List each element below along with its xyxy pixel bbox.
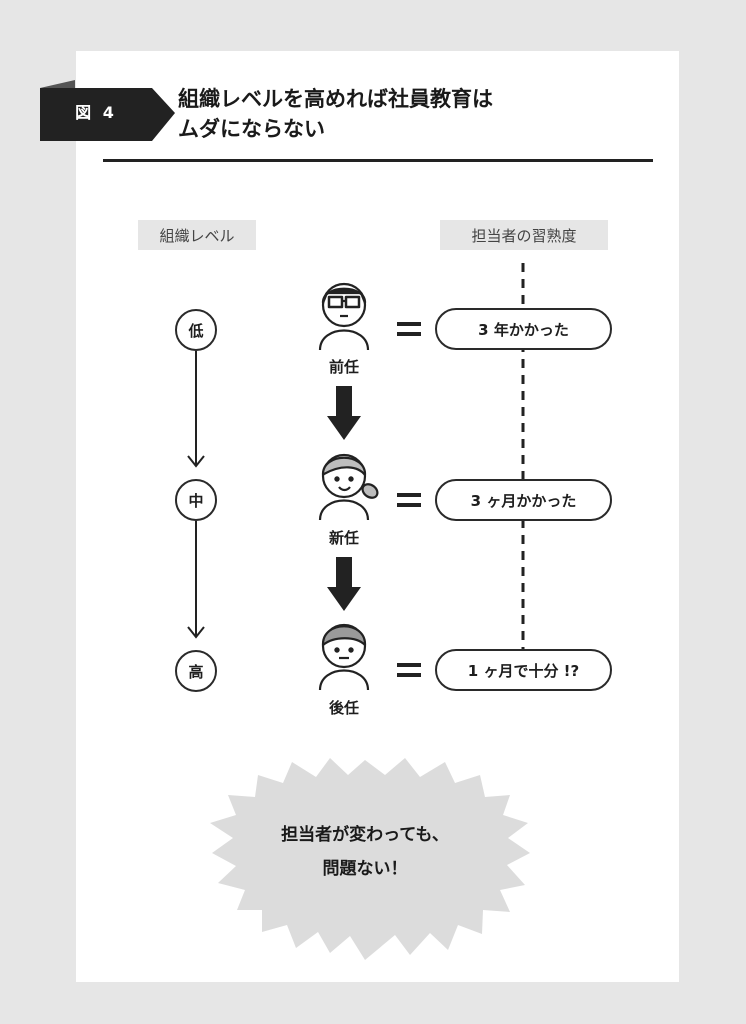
figure-tag-shape: [40, 80, 175, 141]
equals-sign-1: [397, 320, 421, 338]
header-proficiency: 担当者の習熟度: [440, 220, 608, 250]
person-successor-icon: [318, 623, 370, 691]
title-line-2: ムダにならない: [178, 117, 325, 141]
level-high-circle: 高: [175, 650, 217, 692]
callout-line-1: 担当者が変わっても、: [281, 825, 449, 845]
duration-pill-2: 3 ヶ月かかった: [435, 479, 612, 521]
person-new-icon: [318, 453, 379, 521]
role-previous-label: 前任: [328, 358, 359, 376]
equals-sign-3: [397, 661, 421, 679]
level-arrow-2: [187, 521, 205, 639]
callout-burst: [210, 758, 530, 960]
role-arrow-2: [327, 557, 361, 611]
title-divider: [103, 159, 653, 162]
header-org-level: 組織レベル: [138, 220, 256, 250]
figure-tag: 図 4: [75, 102, 117, 122]
level-low-circle: 低: [175, 309, 217, 351]
duration-pill-1: 3 年かかった: [435, 308, 612, 350]
role-arrow-1: [327, 386, 361, 440]
level-arrow-1: [187, 351, 205, 468]
equals-sign-2: [397, 491, 421, 509]
title-line-1: 組織レベルを高めれば社員教育は: [178, 87, 493, 111]
level-mid-circle: 中: [175, 479, 217, 521]
role-successor-label: 後任: [328, 699, 359, 717]
person-previous-icon: [318, 282, 370, 351]
callout-text: 担当者が変わっても、 問題ない！: [215, 818, 515, 886]
figure-title: 組織レベルを高めれば社員教育は ムダにならない: [178, 84, 658, 144]
duration-pill-3: 1 ヶ月で十分 !?: [435, 649, 612, 691]
callout-line-2: 問題ない！: [322, 859, 408, 879]
role-new-label: 新任: [328, 529, 359, 547]
